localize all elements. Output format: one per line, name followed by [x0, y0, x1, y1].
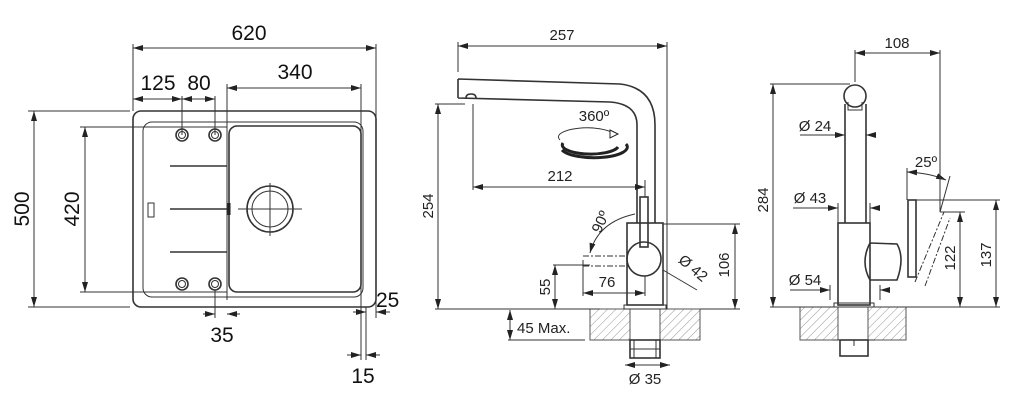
lever-angle-25: 25º [915, 154, 938, 171]
lever [907, 199, 917, 278]
handle [626, 241, 662, 277]
aerator [465, 93, 477, 99]
dim-125: 125 [140, 72, 175, 95]
dim-137: 137 [978, 242, 995, 267]
dim-15: 15 [351, 365, 374, 388]
faucet-front-view: 25º 108 284 Ø 24 Ø 43 Ø 54 122 137 [755, 35, 1000, 357]
dim-420: 420 [61, 191, 84, 226]
dim-76: 76 [599, 274, 616, 291]
overflow [147, 202, 155, 218]
dim-500: 500 [11, 191, 34, 226]
dim-45-max: 45 Max. [517, 320, 570, 337]
countertop [799, 306, 839, 341]
dim-55: 55 [537, 279, 554, 296]
rotation-arrow-icon [560, 142, 629, 160]
lever-angle-90: 90º [589, 208, 614, 236]
faucet-body [837, 222, 871, 306]
countertop [589, 308, 631, 341]
dim-35: 35 [210, 324, 233, 347]
drainer-ribs [170, 165, 231, 253]
dim-diameter-43: Ø 43 [794, 190, 827, 207]
dim-diameter-35: Ø 35 [629, 371, 662, 388]
dim-254: 254 [420, 193, 437, 218]
spout-head [843, 84, 867, 108]
dim-212: 212 [547, 168, 572, 185]
dim-108: 108 [884, 35, 909, 52]
dim-284: 284 [755, 187, 772, 212]
stem [844, 104, 867, 223]
dim-106: 106 [716, 252, 733, 277]
dim-80: 80 [187, 72, 210, 95]
sink-top-view: 620 125 80 340 500 420 35 25 15 [11, 22, 399, 388]
dim-diameter-24: Ø 24 [799, 118, 832, 135]
dim-25: 25 [376, 289, 399, 312]
dim-257: 257 [549, 27, 574, 44]
dim-340: 340 [277, 61, 312, 84]
dim-122: 122 [942, 245, 959, 270]
drain [238, 183, 302, 236]
faucet-side-view: 360º 90º 257 212 254 55 76 Ø 42 106 45 M… [420, 27, 740, 388]
rotation-360: 360º [579, 108, 610, 125]
dim-diameter-54: Ø 54 [789, 272, 822, 289]
handle [864, 242, 902, 281]
drainer-area [142, 121, 364, 298]
lever [639, 196, 649, 248]
spout [457, 78, 656, 223]
dim-620: 620 [231, 22, 266, 45]
